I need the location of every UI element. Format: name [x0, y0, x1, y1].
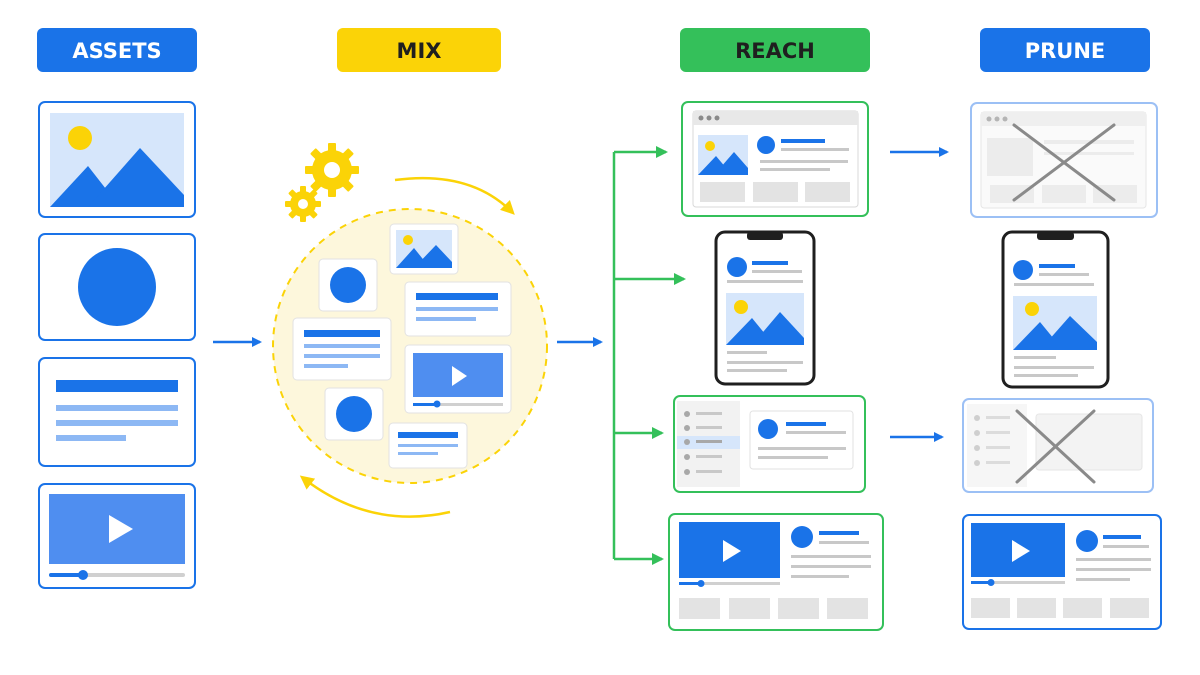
- stage-label-mix: MIX: [337, 28, 501, 72]
- prune-card-mobile: [1001, 230, 1110, 389]
- prune-card-desktop-removed: [970, 102, 1158, 218]
- reach-card-mobile: [714, 230, 816, 386]
- reach-card-video: [668, 513, 884, 631]
- mix-card-text: [388, 422, 468, 469]
- reach-card-desktop: [681, 101, 869, 217]
- stage-label-assets-text: ASSETS: [72, 39, 161, 63]
- play-icon: [723, 540, 741, 562]
- mix-card-circle: [318, 258, 378, 312]
- gear-icon: [305, 143, 359, 197]
- prune-card-app-removed: [962, 398, 1154, 493]
- play-icon: [452, 366, 467, 386]
- stage-label-prune: PRUNE: [980, 28, 1150, 72]
- cycle-arrow-bottom: [299, 475, 451, 518]
- asset-card-text: [38, 357, 196, 467]
- cross-icon: [1015, 409, 1096, 484]
- mix-card-video: [404, 344, 512, 414]
- mix-blender: [272, 143, 548, 518]
- mix-card-text: [404, 281, 512, 337]
- reach-card-app: [673, 395, 866, 493]
- asset-card-shape: [38, 233, 196, 341]
- gear-icon: [285, 186, 321, 222]
- play-icon: [109, 515, 133, 543]
- stage-label-assets: ASSETS: [37, 28, 197, 72]
- mix-card-text: [292, 317, 392, 381]
- prune-card-video: [962, 514, 1162, 630]
- mix-card-image: [389, 223, 459, 275]
- reach-branches: [612, 146, 686, 565]
- image-icon: [50, 113, 184, 207]
- stage-label-reach-text: REACH: [735, 39, 815, 63]
- stage-label-mix-text: MIX: [397, 39, 442, 63]
- stage-label-reach: REACH: [680, 28, 870, 72]
- mix-card-circle: [324, 387, 384, 441]
- cross-icon: [1012, 123, 1116, 202]
- asset-card-image: [38, 101, 196, 218]
- stage-label-prune-text: PRUNE: [1025, 39, 1106, 63]
- circle-shape: [78, 248, 156, 326]
- play-icon: [1012, 540, 1030, 562]
- asset-card-video: [38, 483, 196, 589]
- cycle-arrow-top: [394, 176, 515, 215]
